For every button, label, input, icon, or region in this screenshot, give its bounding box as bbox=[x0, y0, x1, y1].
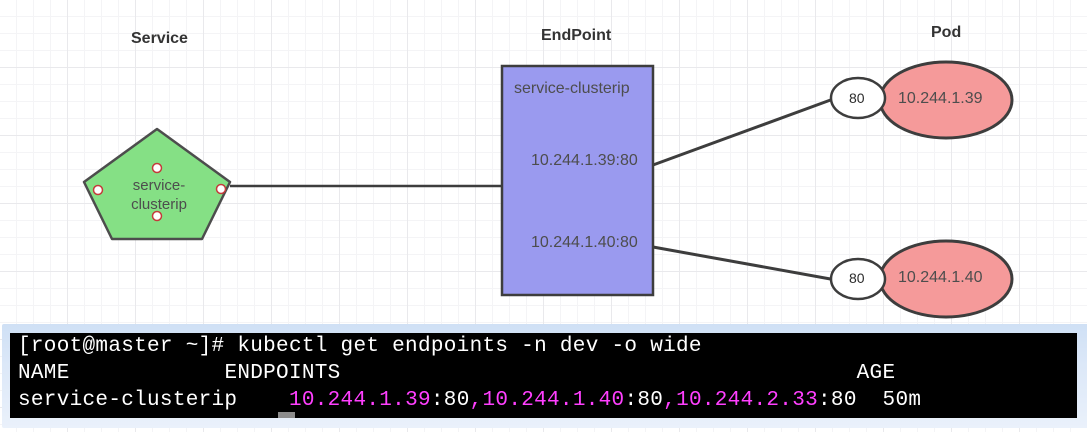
service-handle-left[interactable] bbox=[92, 184, 104, 196]
terminal-row-age: 50m bbox=[882, 389, 922, 412]
terminal-header-row: NAME ENDPOINTS AGE bbox=[18, 362, 895, 385]
terminal-row-pad-2 bbox=[857, 389, 883, 412]
terminal-row-endpoint-ip-2: 10.244.1.40 bbox=[482, 389, 625, 412]
terminal-window[interactable]: [root@master ~]# kubectl get endpoints -… bbox=[2, 324, 1087, 428]
terminal-data-row: service-clusterip 10.244.1.39:80,10.244.… bbox=[18, 389, 921, 412]
terminal-row-endpoint-port-2: :80 bbox=[624, 389, 664, 412]
edge-endpoint-to-pod-1 bbox=[652, 96, 837, 167]
terminal-header-endpoints: ENDPOINTS bbox=[224, 362, 341, 385]
pod-port-badge-1[interactable] bbox=[829, 76, 887, 120]
terminal-row-separator-1: , bbox=[469, 389, 483, 412]
terminal-cursor bbox=[278, 412, 295, 418]
terminal-row-endpoint-port-3: :80 bbox=[818, 389, 857, 412]
terminal-row-endpoint-ip-3: 10.244.2.33 bbox=[676, 389, 819, 412]
service-handle-right[interactable] bbox=[215, 183, 227, 195]
terminal-header-age: AGE bbox=[856, 362, 896, 385]
terminal-row-endpoint-ip-1: 10.244.1.39 bbox=[288, 389, 431, 412]
terminal-header-name: NAME bbox=[18, 362, 70, 385]
terminal-screen[interactable]: [root@master ~]# kubectl get endpoints -… bbox=[10, 333, 1077, 418]
terminal-header-pad-2 bbox=[341, 362, 857, 385]
terminal-prompt-line: [root@master ~]# kubectl get endpoints -… bbox=[18, 335, 702, 358]
terminal-row-endpoint-port-1: :80 bbox=[430, 389, 470, 412]
service-node-shape[interactable] bbox=[82, 127, 232, 241]
pod-node-1-shape[interactable] bbox=[878, 60, 1014, 140]
edge-endpoint-to-pod-2 bbox=[652, 245, 837, 282]
terminal-header-pad-1 bbox=[70, 362, 225, 385]
column-title-endpoint: EndPoint bbox=[541, 27, 612, 44]
column-title-pod: Pod bbox=[931, 24, 962, 41]
service-handle-bottom[interactable] bbox=[151, 210, 163, 222]
terminal-row-pad-1 bbox=[237, 389, 289, 412]
terminal-row-name: service-clusterip bbox=[18, 389, 238, 412]
terminal-row-separator-2: , bbox=[663, 389, 677, 412]
pod-node-2-shape[interactable] bbox=[878, 239, 1014, 319]
endpoint-node-shape[interactable] bbox=[500, 64, 655, 297]
pod-port-badge-2[interactable] bbox=[829, 257, 887, 301]
column-title-service: Service bbox=[131, 30, 188, 47]
service-handle-top[interactable] bbox=[151, 162, 163, 174]
